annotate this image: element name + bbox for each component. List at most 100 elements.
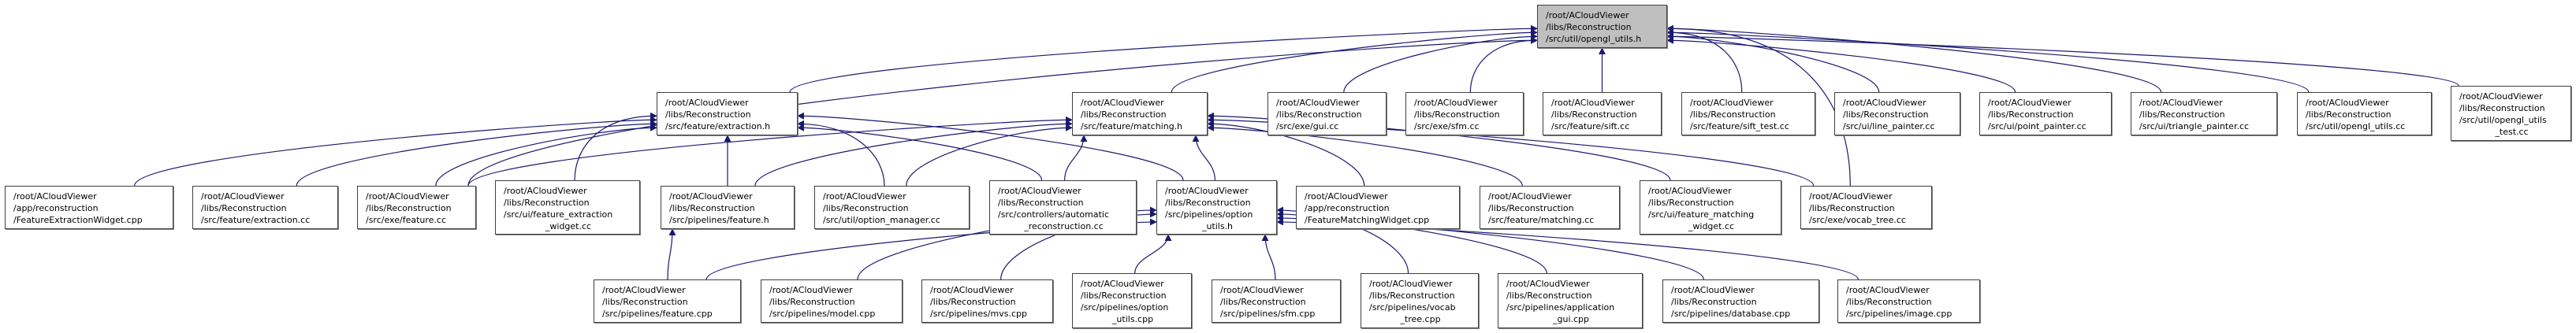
graph-node-model-cpp[interactable]: /root/ACloudViewer/libs/Reconstruction/s…: [761, 279, 903, 323]
node-label-line: /src/pipelines/option: [1081, 302, 1169, 313]
node-label-line: /root/ACloudViewer: [1276, 98, 1360, 108]
graph-node-automatic-reconstruction-cc[interactable]: /root/ACloudViewer/libs/Reconstruction/s…: [989, 180, 1137, 235]
graph-node-mvs-cpp[interactable]: /root/ACloudViewer/libs/Reconstruction/s…: [921, 279, 1053, 323]
node-label-line: /app/reconstruction: [1305, 203, 1390, 213]
edge-matching-cc-to-matching-h: [1207, 124, 1523, 187]
graph-node-extraction-h[interactable]: /root/ACloudViewer/libs/Reconstruction/s…: [657, 92, 798, 135]
node-label-line: /libs/Reconstruction: [1551, 109, 1637, 120]
edge-triangle-painter-cc-to-root: [1666, 24, 2162, 93]
edge-option-manager-cc-to-matching-h: [906, 124, 1073, 187]
graph-node-ui-feature-matching-widget-cc[interactable]: /root/ACloudViewer/libs/Reconstruction/s…: [1640, 180, 1781, 235]
node-label-line: /src/pipelines/database.cpp: [1671, 309, 1791, 319]
graph-node-matching-cc[interactable]: /root/ACloudViewer/libs/Reconstruction/s…: [1480, 186, 1620, 229]
node-label-line: /root/ACloudViewer: [1988, 98, 2072, 108]
node-label-line: /root/ACloudViewer: [1690, 98, 1774, 108]
edge-feature-matching-widget-cpp-to-matching-h: [1207, 120, 1365, 187]
edge-option-manager-cc-to-extraction-h: [797, 120, 885, 187]
node-label-line: /src/pipelines/model.cpp: [769, 309, 876, 319]
edge-sift-test-cc-to-root: [1666, 28, 1743, 93]
edge-feature-cpp-to-pipelines-feature-h: [667, 228, 676, 280]
node-label-line: /root/ACloudViewer: [665, 98, 749, 108]
graph-node-option-utils-h[interactable]: /root/ACloudViewer/libs/Reconstruction/s…: [1156, 180, 1277, 235]
graph-node-extraction-cc[interactable]: /root/ACloudViewer/libs/Reconstruction/s…: [192, 186, 338, 229]
edge-sfm-cpp-to-option-utils-h: [1261, 234, 1276, 280]
edge-feature-extraction-widget-cpp-to-extraction-h: [134, 116, 657, 187]
node-label-line: /src/util/option_manager.cc: [823, 215, 940, 225]
node-label-line: /src/ui/feature_matching: [1648, 209, 1755, 220]
node-label-line: _gui.cpp: [1552, 314, 1590, 324]
node-label-line: /src/exe/gui.cc: [1276, 121, 1339, 131]
node-label-line: /libs/Reconstruction: [1276, 109, 1362, 120]
graph-node-pipelines-feature-h[interactable]: /root/ACloudViewer/libs/Reconstruction/s…: [661, 186, 795, 229]
node-label-line: /root/ACloudViewer: [1846, 285, 1930, 295]
node-label-line: /root/ACloudViewer: [13, 191, 97, 202]
graph-node-matching-h[interactable]: /root/ACloudViewer/libs/Reconstruction/s…: [1072, 92, 1208, 135]
graph-node-image-cpp[interactable]: /root/ACloudViewer/libs/Reconstruction/s…: [1837, 279, 1980, 323]
node-label-line: /libs/Reconstruction: [769, 297, 855, 307]
node-label-line: /src/feature/sift.cc: [1551, 121, 1630, 131]
node-label-line: /libs/Reconstruction: [1546, 22, 1632, 32]
node-label-line: /root/ACloudViewer: [1488, 191, 1572, 202]
graph-node-feature-matching-widget-cpp[interactable]: /root/ACloudViewer/app/reconstruction/Fe…: [1296, 186, 1460, 229]
graph-node-option-utils-cpp[interactable]: /root/ACloudViewer/libs/Reconstruction/s…: [1072, 273, 1192, 328]
node-label-line: /libs/Reconstruction: [1809, 203, 1895, 213]
edge-ui-feature-extraction-widget-cc-to-extraction-h: [574, 112, 657, 181]
node-label-line: /libs/Reconstruction: [1846, 297, 1932, 307]
node-label-line: /root/ACloudViewer: [1369, 279, 1453, 289]
node-label-line: /libs/Reconstruction: [823, 203, 909, 213]
node-label-line: /src/util/opengl_utils.cc: [2306, 121, 2406, 131]
node-label-line: /FeatureExtractionWidget.cpp: [13, 215, 143, 225]
node-label-line: /libs/Reconstruction: [366, 203, 452, 213]
node-label-line: /src/util/opengl_utils.h: [1546, 34, 1642, 44]
graph-node-sfm-cc[interactable]: /root/ACloudViewer/libs/Reconstruction/s…: [1405, 92, 1524, 135]
graph-node-opengl-utils-cc[interactable]: /root/ACloudViewer/libs/Reconstruction/s…: [2297, 92, 2432, 135]
graph-node-feature-cpp[interactable]: /root/ACloudViewer/libs/Reconstruction/s…: [594, 279, 741, 323]
graph-node-vocab-tree-cc[interactable]: /root/ACloudViewer/libs/Reconstruction/s…: [1800, 186, 1932, 229]
edge-extraction-h-to-root: [789, 24, 1538, 93]
edge-sfm-cc-to-root: [1469, 36, 1538, 93]
node-label-line: /root/ACloudViewer: [769, 285, 853, 295]
graph-node-feature-extraction-widget-cpp[interactable]: /root/ACloudViewer/app/reconstruction/Fe…: [5, 186, 173, 229]
graph-node-gui-cc[interactable]: /root/ACloudViewer/libs/Reconstruction/s…: [1268, 92, 1387, 135]
node-label-line: /libs/Reconstruction: [1488, 203, 1574, 213]
graph-node-application-gui-cpp[interactable]: /root/ACloudViewer/libs/Reconstruction/s…: [1498, 273, 1643, 328]
node-label-line: /libs/Reconstruction: [1648, 198, 1734, 208]
node-label-line: /libs/Reconstruction: [1843, 109, 1929, 120]
graph-node-sift-cc[interactable]: /root/ACloudViewer/libs/Reconstruction/s…: [1543, 92, 1662, 135]
graph-node-line-painter-cc[interactable]: /root/ACloudViewer/libs/Reconstruction/s…: [1834, 92, 1960, 135]
edge-exe-feature-cc-to-matching-h: [467, 116, 1073, 187]
graph-node-triangle-painter-cc[interactable]: /root/ACloudViewer/libs/Reconstruction/s…: [2131, 92, 2277, 135]
graph-node-vocab-tree-cpp[interactable]: /root/ACloudViewer/libs/Reconstruction/s…: [1361, 273, 1479, 328]
graph-node-sfm-cpp[interactable]: /root/ACloudViewer/libs/Reconstruction/s…: [1212, 279, 1341, 323]
node-label-line: /src/pipelines/vocab: [1369, 302, 1456, 313]
graph-node-opengl-utils-test-cc[interactable]: /root/ACloudViewer/libs/Reconstruction/s…: [2451, 86, 2571, 141]
edge-vocab-tree-cc-to-matching-h: [1207, 116, 1815, 187]
node-label-line: /libs/Reconstruction: [1414, 109, 1500, 120]
graph-node-root: /root/ACloudViewer/libs/Reconstruction/s…: [1537, 5, 1667, 48]
node-label-line: /root/ACloudViewer: [2459, 91, 2543, 102]
node-label-line: /app/reconstruction: [13, 203, 99, 213]
node-label-line: /root/ACloudViewer: [1081, 98, 1164, 108]
node-label-line: /root/ACloudViewer: [1506, 279, 1590, 289]
graph-node-ui-feature-extraction-widget-cc[interactable]: /root/ACloudViewer/libs/Reconstruction/s…: [495, 180, 640, 235]
node-label-line: /src/pipelines/option: [1165, 209, 1253, 220]
edge-automatic-reconstruction-cc-to-extraction-h: [797, 124, 1043, 181]
node-label-line: /root/ACloudViewer: [998, 186, 1081, 196]
edge-line-painter-cc-to-root: [1666, 32, 1880, 93]
node-label-line: /root/ACloudViewer: [1165, 186, 1249, 196]
graph-node-point-painter-cc[interactable]: /root/ACloudViewer/libs/Reconstruction/s…: [1979, 92, 2112, 135]
edge-pipelines-feature-h-to-matching-h: [754, 120, 1073, 187]
node-label-line: _utils.cpp: [1111, 314, 1154, 324]
edge-gui-cc-to-root: [1343, 32, 1538, 93]
graph-node-database-cpp[interactable]: /root/ACloudViewer/libs/Reconstruction/s…: [1662, 279, 1819, 323]
edge-option-utils-cpp-to-option-utils-h: [1134, 234, 1172, 274]
graph-node-sift-test-cc[interactable]: /root/ACloudViewer/libs/Reconstruction/s…: [1681, 92, 1815, 135]
node-label-line: /src/pipelines/feature.h: [669, 215, 769, 225]
node-label-line: /libs/Reconstruction: [1506, 290, 1592, 301]
node-label-line: /root/ACloudViewer: [1809, 191, 1893, 202]
node-label-line: /libs/Reconstruction: [602, 297, 688, 307]
node-label-line: /libs/Reconstruction: [1369, 290, 1455, 301]
graph-node-option-manager-cc[interactable]: /root/ACloudViewer/libs/Reconstruction/s…: [814, 186, 970, 229]
node-label-line: /root/ACloudViewer: [1546, 10, 1629, 20]
graph-node-exe-feature-cc[interactable]: /root/ACloudViewer/libs/Reconstruction/s…: [357, 186, 476, 229]
